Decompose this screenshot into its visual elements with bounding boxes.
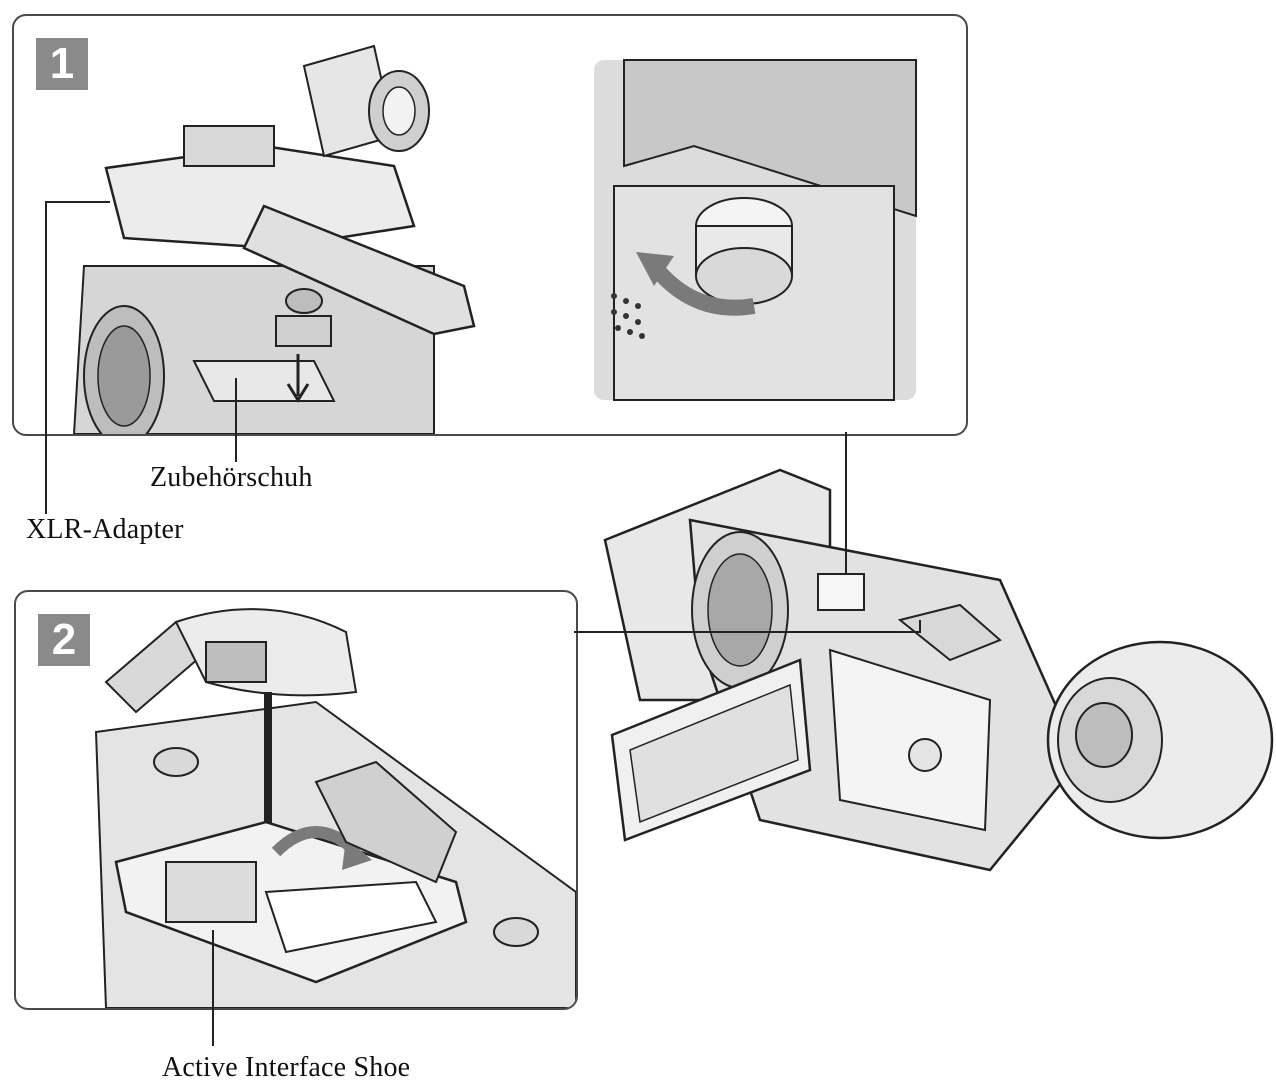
microphone-plug-step2 xyxy=(104,608,358,714)
side-panel-door xyxy=(828,648,992,832)
label-accessory-shoe: Zubehörschuh xyxy=(150,462,313,493)
knob-detail-inset xyxy=(594,59,917,401)
step-1-panel: 1 xyxy=(12,14,968,436)
step-1-illustration xyxy=(72,44,917,434)
leader-step2-to-camera xyxy=(574,620,921,633)
step-2-panel: 2 xyxy=(14,590,578,1010)
camera-button-round xyxy=(153,747,199,777)
speaker-grille xyxy=(611,293,645,339)
step-1-badge: 1 xyxy=(36,38,88,90)
step-2-badge: 2 xyxy=(38,614,90,666)
adapter-lock-knob xyxy=(285,288,323,314)
accessory-shoe-rail xyxy=(192,360,336,402)
accessory-shoe-overview xyxy=(817,573,1002,662)
lens-assembly xyxy=(691,531,789,689)
shoe-cover xyxy=(114,820,468,984)
microphone-step1 xyxy=(302,44,430,158)
shoe-side-bump xyxy=(314,760,458,884)
lens-ring-step1 xyxy=(83,305,165,434)
camcorder-body xyxy=(603,468,1082,872)
rotate-arrow-icon xyxy=(647,260,756,316)
label-xlr-adapter: XLR-Adapter xyxy=(26,514,184,545)
xlr-adapter-grip xyxy=(242,204,476,336)
camera-button-round-2 xyxy=(493,917,539,947)
step-2-illustration xyxy=(94,608,576,1008)
xlr-adapter-top-block xyxy=(183,125,275,167)
label-active-interface-shoe: Active Interface Shoe xyxy=(162,1052,411,1083)
lcd-screen xyxy=(610,658,812,842)
attach-arrow-step1 xyxy=(286,354,310,403)
adapter-shoe-foot xyxy=(275,315,332,347)
eyepiece-cup xyxy=(1046,640,1274,840)
lock-knob-icon xyxy=(695,197,793,305)
